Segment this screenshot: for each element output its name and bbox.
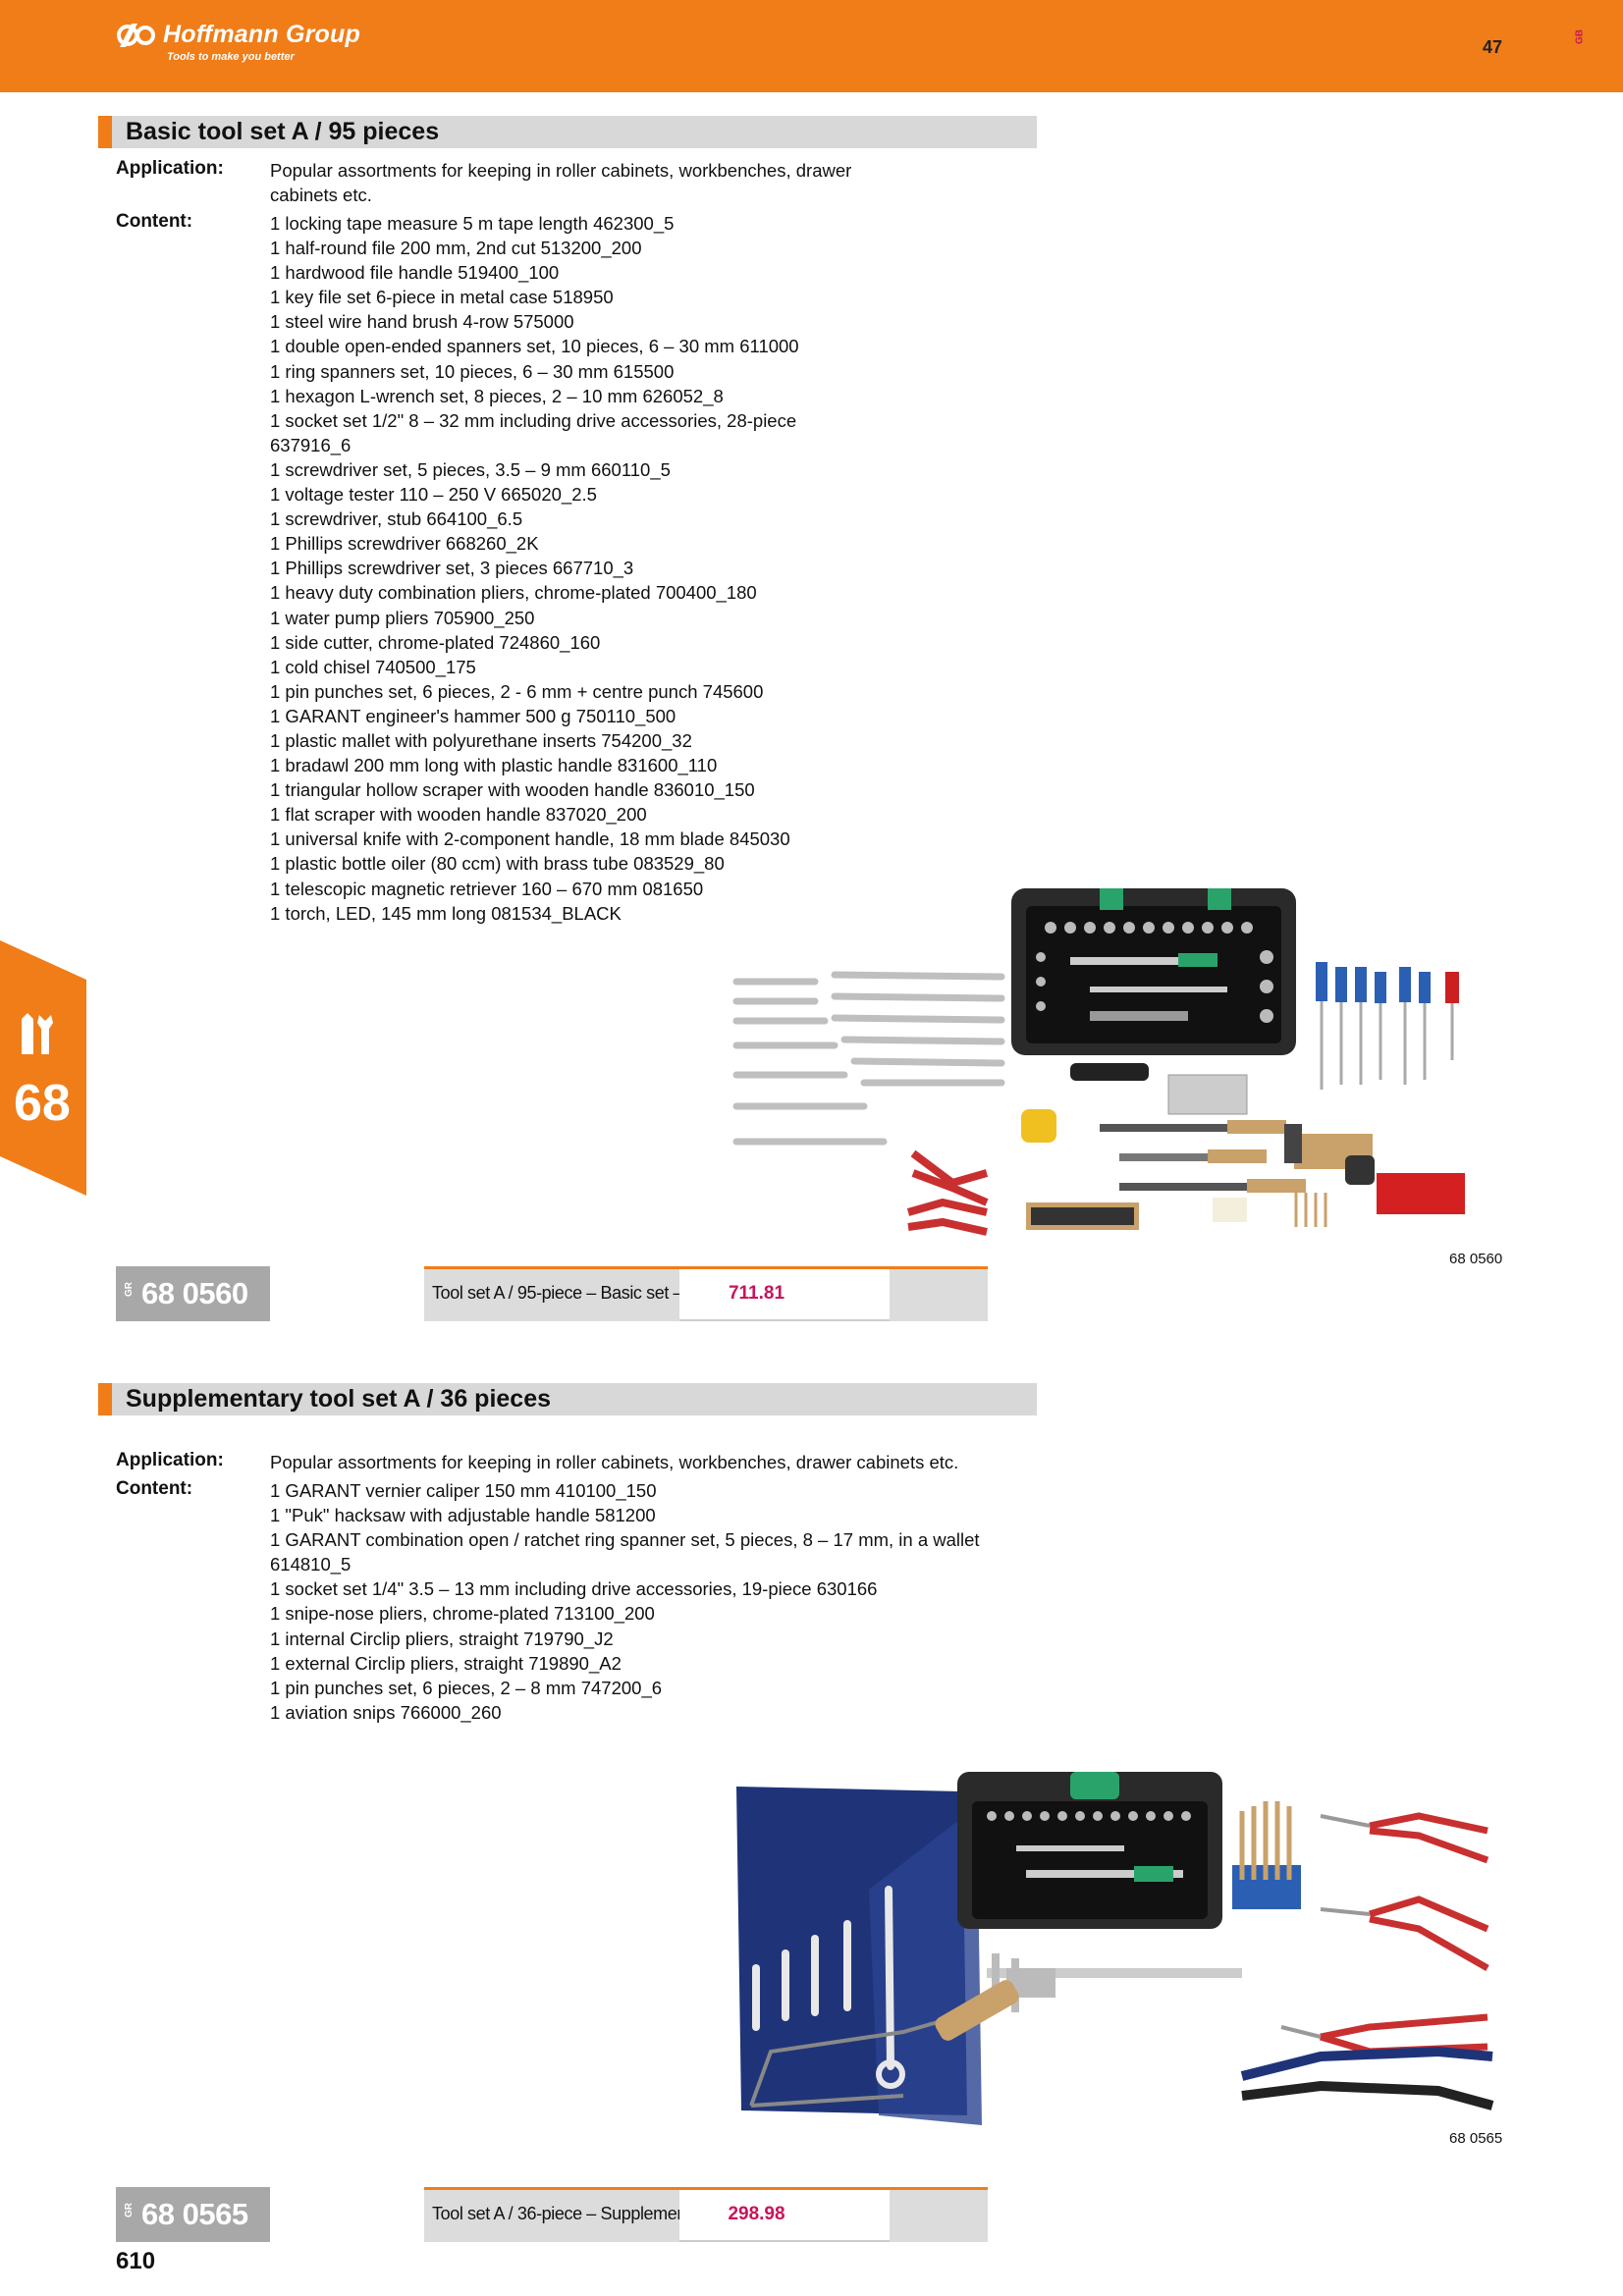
- content-item: 1 plastic mallet with polyurethane inser…: [270, 729, 692, 751]
- content-item: 1 GARANT engineer's hammer 500 g 750110_…: [270, 705, 676, 726]
- content-item: 1 pin punches set, 6 pieces, 2 – 8 mm 74…: [270, 1677, 663, 1698]
- application-label: Application:: [116, 1450, 224, 1470]
- application-text: Popular assortments for keeping in rolle…: [270, 1452, 959, 1472]
- content-item: 1 GARANT vernier caliper 150 mm 410100_1…: [270, 1480, 657, 1501]
- order-row[interactable]: GR 68 0565 Tool set A / 36-piece – Suppl…: [116, 2187, 988, 2242]
- content-item: 1 snipe-nose pliers, chrome-plated 71310…: [270, 1603, 655, 1625]
- content-item: 1 socket set 1/2" 8 – 32 mm including dr…: [270, 409, 797, 431]
- content-item: 1 Phillips screwdriver set, 3 pieces 667…: [270, 558, 634, 579]
- page-number-bottom: 610: [116, 2248, 156, 2274]
- chapter-number: 68: [14, 1075, 71, 1132]
- basic-tool-set-photo: [732, 888, 1465, 1236]
- article-number-cell: GR 68 0565: [116, 2187, 270, 2242]
- price: 298.98: [728, 2204, 785, 2224]
- content-item: 1 socket set 1/4" 3.5 – 13 mm including …: [270, 1578, 878, 1600]
- content-item: 1 steel wire hand brush 4-row 575000: [270, 311, 574, 333]
- content-item: 1 GARANT combination open / ratchet ring…: [270, 1529, 980, 1551]
- section-header-supplementary-set: Supplementary tool set A / 36 pieces: [98, 1383, 1037, 1415]
- content-item: 1 locking tape measure 5 m tape length 4…: [270, 213, 675, 234]
- content-item: 1 hardwood file handle 519400_100: [270, 262, 560, 284]
- supplementary-tool-set-photo: [736, 1772, 1494, 2125]
- content-item: 1 screwdriver set, 5 pieces, 3.5 – 9 mm …: [270, 458, 671, 480]
- content-item: 1 voltage tester 110 – 250 V 665020_2.5: [270, 484, 597, 506]
- brand-tagline: Tools to make you better: [167, 51, 295, 63]
- section-header-basic-set: Basic tool set A / 95 pieces: [98, 116, 1037, 148]
- application-text: Popular assortments for keeping in rolle…: [270, 158, 1016, 207]
- price-cell: 711.81: [679, 1266, 834, 1321]
- content-item: 1 flat scraper with wooden handle 837020…: [270, 804, 647, 826]
- price: 711.81: [728, 1283, 785, 1304]
- content-item: 637916_6: [270, 434, 352, 455]
- price-cell: 298.98: [679, 2187, 834, 2242]
- content-label: Content:: [116, 211, 193, 232]
- price-cell-edge: [834, 1266, 890, 1321]
- gr-label: GR: [124, 1282, 135, 1297]
- content-item: 1 key file set 6-piece in metal case 518…: [270, 287, 614, 308]
- section-title: Supplementary tool set A / 36 pieces: [126, 1385, 552, 1413]
- content-item: 1 triangular hollow scraper with wooden …: [270, 779, 755, 801]
- page-number-top: 47: [1483, 37, 1503, 57]
- article-description: Tool set A / 95-piece – Basic set –: [432, 1283, 683, 1303]
- content-item: 1 torch, LED, 145 mm long 081534_BLACK: [270, 902, 622, 924]
- content-item: 1 aviation snips 766000_260: [270, 1701, 502, 1723]
- content-item: 1 "Puk" hacksaw with adjustable handle 5…: [270, 1505, 656, 1526]
- content-item: 1 cold chisel 740500_175: [270, 656, 476, 677]
- hoffmann-logo-icon: [117, 24, 155, 47]
- content-list: 1 locking tape measure 5 m tape length 4…: [270, 211, 1016, 926]
- content-item: 614810_5: [270, 1554, 352, 1575]
- application-line: Popular assortments for keeping in rolle…: [270, 160, 852, 181]
- content-item: 1 half-round file 200 mm, 2nd cut 513200…: [270, 238, 642, 259]
- content-item: 1 plastic bottle oiler (80 ccm) with bra…: [270, 853, 725, 875]
- chapter-tab-shape: [0, 940, 86, 1196]
- content-item: 1 bradawl 200 mm long with plastic handl…: [270, 755, 718, 776]
- language-tag: GB: [1574, 29, 1586, 44]
- content-item: 1 pin punches set, 6 pieces, 2 - 6 mm + …: [270, 680, 764, 702]
- brand-logo[interactable]: Hoffmann Group Tools to make you better: [116, 20, 360, 63]
- content-label: Content:: [116, 1478, 193, 1499]
- content-list: 1 GARANT vernier caliper 150 mm 410100_1…: [270, 1478, 1036, 1725]
- article-number-cell: GR 68 0560: [116, 1266, 270, 1321]
- article-number: 68 0560: [141, 1276, 248, 1310]
- photo-code: 68 0560: [1449, 1251, 1503, 1267]
- photo-code: 68 0565: [1449, 2130, 1503, 2147]
- content-item: 1 telescopic magnetic retriever 160 – 67…: [270, 878, 704, 899]
- price-cell-edge: [834, 2187, 890, 2242]
- brand-name: Hoffmann Group: [163, 20, 360, 48]
- content-item: 1 side cutter, chrome-plated 724860_160: [270, 631, 601, 653]
- header-bar: Hoffmann Group Tools to make you better …: [0, 0, 1623, 92]
- content-item: 1 hexagon L-wrench set, 8 pieces, 2 – 10…: [270, 385, 724, 406]
- chapter-tab[interactable]: [0, 940, 86, 1196]
- content-item: 1 screwdriver, stub 664100_6.5: [270, 508, 523, 530]
- content-item: 1 double open-ended spanners set, 10 pie…: [270, 336, 799, 357]
- order-row[interactable]: GR 68 0560 Tool set A / 95-piece – Basic…: [116, 1266, 988, 1321]
- content-item: 1 universal knife with 2-component handl…: [270, 828, 790, 850]
- content-item: 1 ring spanners set, 10 pieces, 6 – 30 m…: [270, 360, 675, 382]
- content-item: 1 heavy duty combination pliers, chrome-…: [270, 582, 757, 604]
- content-item: 1 external Circlip pliers, straight 7198…: [270, 1652, 622, 1674]
- application-line: cabinets etc.: [270, 185, 372, 206]
- content-item: 1 water pump pliers 705900_250: [270, 607, 535, 628]
- article-number: 68 0565: [141, 2197, 248, 2231]
- article-description: Tool set A / 36-piece – Supplement –: [432, 2204, 705, 2223]
- content-item: 1 Phillips screwdriver 668260_2K: [270, 533, 539, 555]
- section-title: Basic tool set A / 95 pieces: [126, 118, 440, 145]
- gr-label: GR: [124, 2203, 135, 2217]
- tools-icon: [14, 1009, 63, 1058]
- application-label: Application:: [116, 158, 224, 179]
- content-item: 1 internal Circlip pliers, straight 7197…: [270, 1628, 614, 1649]
